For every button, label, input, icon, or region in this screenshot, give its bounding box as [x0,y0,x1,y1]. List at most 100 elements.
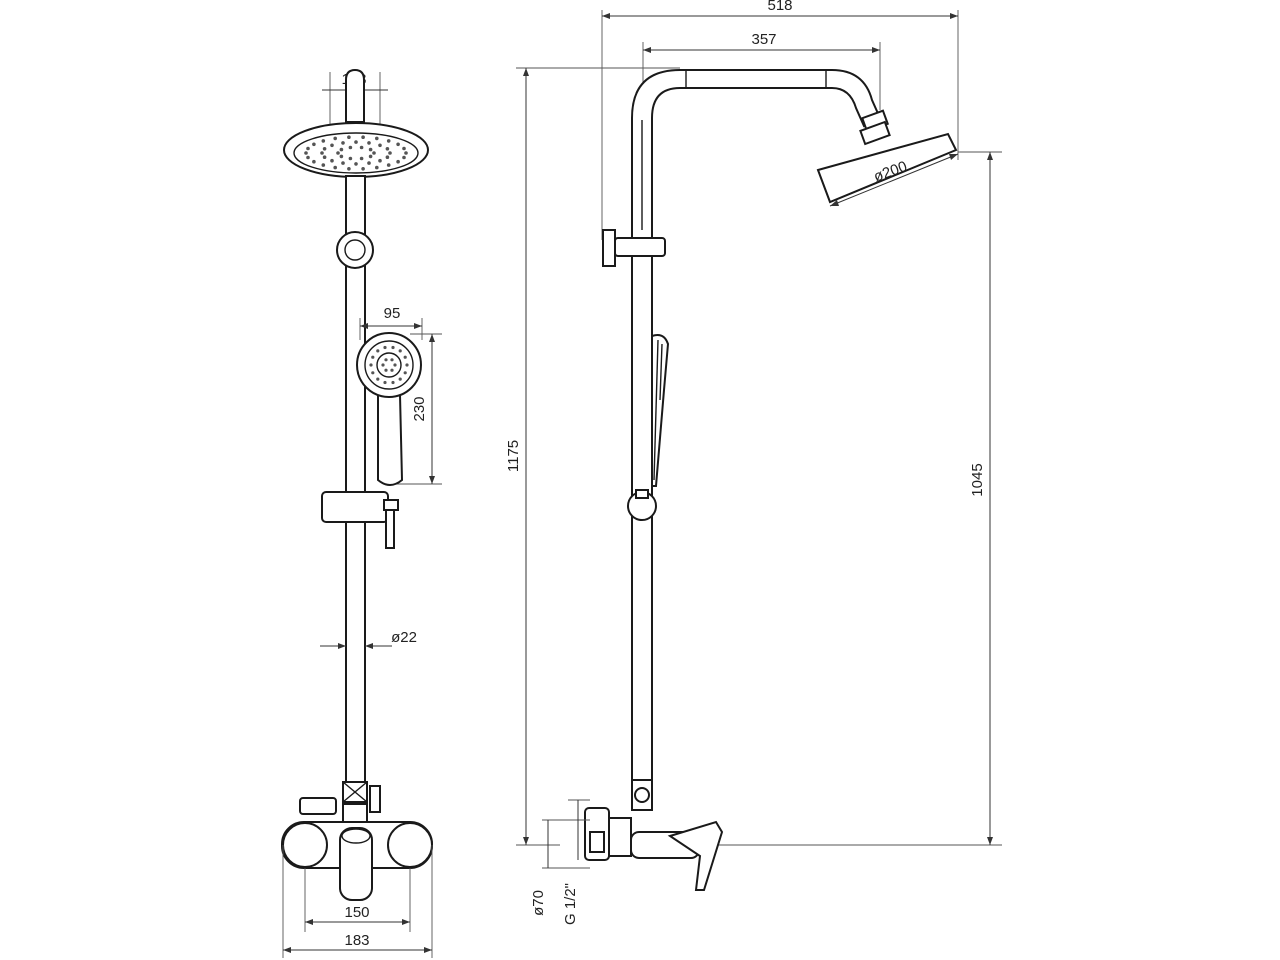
flange-diameter-dimension: ø70 [530,819,590,916]
nozzle-dot [385,147,390,151]
nozzle-dot [375,136,379,141]
nozzle-dot [376,349,380,353]
head-height-label: 1045 [969,463,986,496]
mixer-spacing-dimension: 150 [304,868,411,932]
nozzle-dot [368,154,373,159]
hand-shower-height-dimension: 230 [395,333,442,485]
nozzle-dot [322,155,327,159]
hand-shower-nozzles [369,345,409,385]
nozzle-dot [393,363,397,367]
nozzle-dot [378,158,382,163]
slider-bracket-side [627,489,657,521]
hand-shower-width-label: 95 [384,305,401,322]
mixer-width-label: 183 [344,932,369,949]
nozzle-dot [371,371,375,375]
nozzle-dot [403,371,407,375]
nozzle-dot [402,146,406,151]
nozzle-dot [403,355,407,359]
nozzle-dot [391,380,395,385]
nozzle-dot [375,165,379,170]
nozzle-dot [367,141,371,145]
hand-shower-width-dimension: 95 [359,305,423,340]
thread-dimension: G 1/2" [562,799,590,925]
nozzle-dot [312,159,316,164]
nozzle-dot [398,349,402,353]
nozzle-dot [348,145,353,150]
arm-reach-label: 357 [751,31,776,48]
nozzle-dot [361,135,365,139]
nozzle-dot [386,163,391,167]
overhead-shower-head-front [283,68,429,178]
nozzle-dot [347,167,351,171]
nozzle-dot [367,161,371,165]
nozzle-dot [376,377,380,381]
nozzle-dot [371,355,375,359]
mixer-body-front [281,821,433,901]
total-height-label: 1175 [505,440,522,472]
hand-shower-side [651,334,670,487]
nozzle-dot [390,368,394,372]
nozzle-dot [396,159,400,164]
total-reach-dimension: 518 [601,0,959,240]
nozzle-dot [354,162,358,166]
nozzle-dot [333,136,338,141]
nozzle-dot [388,151,392,155]
nozzle-dot [384,358,388,362]
side-view: 518 357 1175 1045 [505,0,1002,925]
nozzle-dot [381,363,385,367]
nozzle-dot [359,156,364,161]
nozzle-dot [312,142,316,147]
total-reach-label: 518 [767,0,792,14]
nozzle-dot [333,165,338,170]
nozzle-dot [330,143,334,148]
nozzle-dot [348,156,353,161]
wall-bracket-front [336,231,374,269]
shower-head-nozzles [304,135,408,171]
thread-label: G 1/2" [562,883,579,925]
nozzle-dot [339,154,344,159]
nozzle-dot [386,139,391,143]
flange-diameter-label: ø70 [530,890,547,916]
head-height-dimension: 1045 [700,151,1002,846]
nozzle-dot [304,151,308,155]
diverter-side [631,779,653,811]
nozzle-dot [368,147,373,152]
nozzle-dot [384,368,388,372]
nozzle-dot [361,167,365,171]
nozzle-dot [398,377,402,381]
nozzle-dot [321,163,326,167]
nozzle-dot [354,140,358,144]
nozzle-dot [390,358,394,362]
nozzle-dot [383,345,387,350]
nozzle-dot [378,143,382,148]
nozzle-dot [396,142,400,147]
hand-shower-height-label: 230 [411,396,428,421]
nozzle-dot [359,145,364,150]
rail-diameter-label: ø22 [391,629,417,646]
nozzle-dot [330,158,334,163]
nozzle-dot [306,146,310,151]
front-view: 183 95 [281,68,442,958]
nozzle-dot [320,151,324,155]
mixer-width-dimension: 183 [282,845,433,958]
nozzle-dot [372,151,376,155]
nozzle-dot [383,380,387,385]
nozzle-dot [385,155,390,159]
diverter-front [299,781,381,823]
mixer-spacing-label: 150 [344,904,369,921]
nozzle-dot [347,135,351,139]
nozzle-dot [404,151,408,155]
nozzle-dot [402,155,406,160]
nozzle-dot [339,147,344,152]
nozzle-dot [369,363,373,367]
nozzle-dot [341,161,345,165]
nozzle-dot [321,139,326,143]
nozzle-dot [322,147,327,151]
overhead-shower-head-side [816,109,958,204]
nozzle-dot [341,141,345,145]
nozzle-dot [405,363,409,367]
mixer-body-side [584,807,724,891]
total-height-dimension: 1175 [505,67,680,846]
hand-shower-front [356,332,422,486]
